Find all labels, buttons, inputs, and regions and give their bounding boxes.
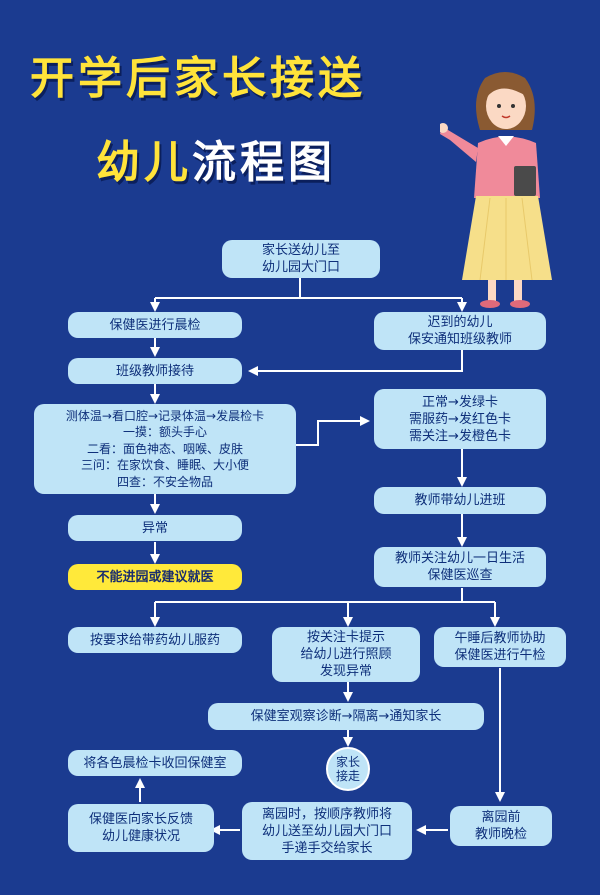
- node-evening: 离园前 教师晚检: [450, 806, 552, 846]
- node-abnormal: 异常: [68, 515, 242, 541]
- node-collect: 将各色晨检卡收回保健室: [68, 750, 242, 776]
- node-care: 按关注卡提示 给幼儿进行照顾 发现异常: [272, 627, 420, 682]
- title-line-1: 开学后家长接送: [30, 53, 366, 104]
- node-pickup: 家长 接走: [326, 747, 370, 791]
- node-feedback: 保健医向家长反馈 幼儿健康状况: [68, 804, 214, 852]
- node-observe: 保健室观察诊断→隔离→通知家长: [208, 703, 484, 730]
- teacher-illustration: [440, 72, 552, 308]
- node-into-class: 教师带幼儿进班: [374, 487, 546, 514]
- node-late: 迟到的幼儿 保安通知班级教师: [374, 312, 546, 350]
- node-checkup: 保健医进行晨检: [68, 312, 242, 338]
- node-nap: 午睡后教师协助 保健医进行午检: [434, 627, 566, 667]
- node-daily: 教师关注幼儿一日生活 保健医巡查: [374, 547, 546, 587]
- node-procedure: 测体温→看口腔→记录体温→发晨检卡 一摸：额头手心 二看：面色神态、咽喉、皮肤 …: [34, 404, 296, 494]
- node-start: 家长送幼儿至 幼儿园大门口: [222, 240, 380, 278]
- node-leave: 离园时，按顺序教师将 幼儿送至幼儿园大门口 手递手交给家长: [242, 802, 412, 860]
- title-line-2: 幼儿流程图: [96, 137, 336, 188]
- node-cards: 正常→发绿卡 需服药→发红色卡 需关注→发橙色卡: [374, 389, 546, 449]
- node-reception: 班级教师接待: [68, 358, 242, 384]
- node-refuse: 不能进园或建议就医: [68, 564, 242, 590]
- node-medicine: 按要求给带药幼儿服药: [68, 627, 242, 653]
